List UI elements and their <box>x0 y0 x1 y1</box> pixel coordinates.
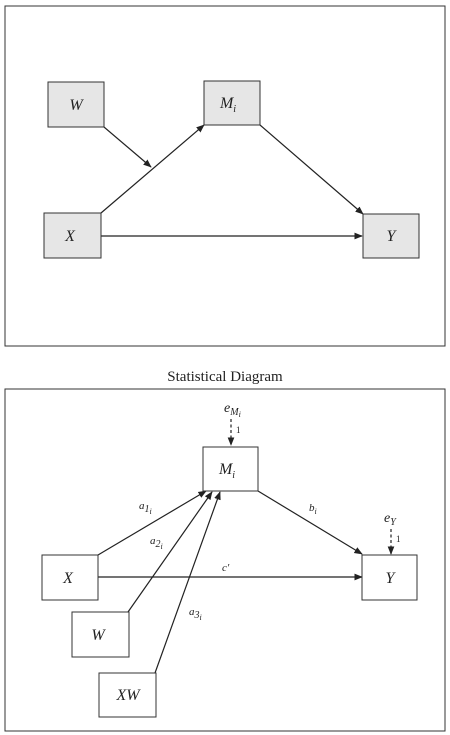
conceptual-frame <box>4 5 446 347</box>
stat-node-m: Mi <box>202 446 259 492</box>
node-x-label: X <box>64 228 76 245</box>
statistical-diagram-title: Statistical Diagram <box>167 369 283 385</box>
path-label-c: c′ <box>222 562 230 574</box>
stat-node-xw: XW <box>98 672 157 718</box>
error-m-weight: 1 <box>236 425 241 435</box>
path-m-to-y <box>257 490 363 555</box>
path-label-a2: a2i <box>150 535 163 551</box>
node-m: Mi <box>203 80 261 126</box>
stat-node-x: X <box>41 554 99 601</box>
path-w-to-m <box>127 491 213 613</box>
stat-node-y-label: Y <box>386 570 397 587</box>
error-y: eY 1 <box>384 511 401 555</box>
stat-node-m-label: Mi <box>218 461 235 481</box>
stat-node-x-label: X <box>62 570 74 587</box>
error-y-weight: 1 <box>396 534 401 544</box>
node-w-label: W <box>69 97 84 114</box>
node-x: X <box>43 212 102 259</box>
path-label-a1: a1i <box>139 500 152 516</box>
node-w: W <box>47 81 105 128</box>
stat-node-xw-label: XW <box>115 687 141 704</box>
path-x-to-m <box>97 490 207 556</box>
node-y: Y <box>362 213 420 259</box>
node-m-label: Mi <box>219 95 236 115</box>
path-label-b: bi <box>309 502 317 516</box>
stat-node-w-label: W <box>91 627 106 644</box>
stat-node-w: W <box>71 611 130 658</box>
edge-m-to-y <box>259 124 364 215</box>
path-xw-to-m <box>154 491 221 674</box>
error-y-label: eY <box>384 511 397 528</box>
conceptual-diagram: W Mi X Y <box>4 5 446 347</box>
stat-node-y: Y <box>361 554 418 601</box>
edge-w-to-xm-path <box>103 126 152 168</box>
node-y-label: Y <box>387 228 398 245</box>
path-label-a3: a3i <box>189 606 202 622</box>
edge-x-to-m <box>100 124 205 214</box>
statistical-diagram: eMi 1 eY 1 a1i a2i a3i bi c′ Mi X <box>4 388 446 732</box>
error-m-label: eMi <box>224 401 241 419</box>
error-m: eMi 1 <box>224 401 241 446</box>
